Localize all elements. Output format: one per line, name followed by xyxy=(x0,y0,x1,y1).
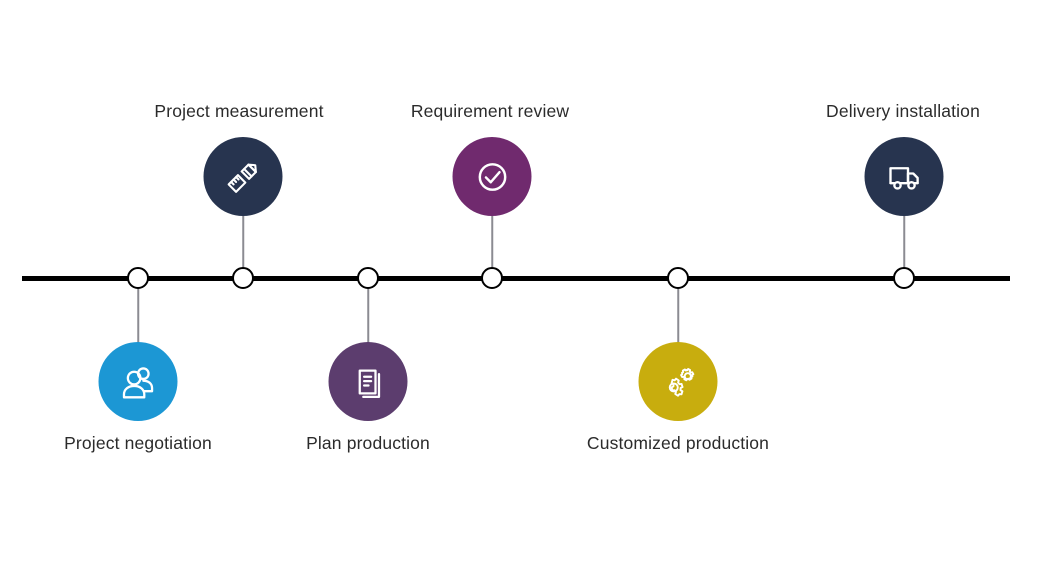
delivery-truck-icon xyxy=(883,156,925,198)
node-marker-project-negotiation[interactable] xyxy=(127,267,149,289)
gears-icon xyxy=(657,361,699,403)
check-circle-icon xyxy=(471,156,513,198)
icon-bubble-plan-production[interactable] xyxy=(328,342,408,421)
stem-delivery-installation xyxy=(903,216,905,270)
node-marker-project-measurement[interactable] xyxy=(232,267,254,289)
people-group-icon xyxy=(117,361,159,403)
icon-bubble-project-negotiation[interactable] xyxy=(98,342,178,421)
stem-project-negotiation xyxy=(137,288,139,346)
document-pages-icon xyxy=(347,361,389,403)
stem-requirement-review xyxy=(491,216,493,270)
node-marker-plan-production[interactable] xyxy=(357,267,379,289)
node-marker-customized-production[interactable] xyxy=(667,267,689,289)
pencil-ruler-icon xyxy=(222,156,264,198)
stem-project-measurement xyxy=(242,216,244,270)
timeline-axis xyxy=(22,276,1010,281)
icon-bubble-project-measurement[interactable] xyxy=(203,137,283,216)
stem-customized-production xyxy=(677,288,679,346)
caption-delivery-installation: Delivery installation xyxy=(826,101,980,121)
caption-requirement-review: Requirement review xyxy=(410,101,570,121)
icon-bubble-requirement-review[interactable] xyxy=(452,137,532,216)
icon-bubble-delivery-installation[interactable] xyxy=(864,137,944,216)
node-marker-requirement-review[interactable] xyxy=(481,267,503,289)
caption-project-negotiation: Project negotiation xyxy=(64,433,212,453)
node-marker-delivery-installation[interactable] xyxy=(893,267,915,289)
stem-plan-production xyxy=(367,288,369,346)
caption-project-measurement: Project measurement xyxy=(154,101,324,121)
caption-plan-production: Plan production xyxy=(306,433,430,453)
icon-bubble-customized-production[interactable] xyxy=(638,342,718,421)
caption-customized-production: Customized production xyxy=(586,433,770,453)
